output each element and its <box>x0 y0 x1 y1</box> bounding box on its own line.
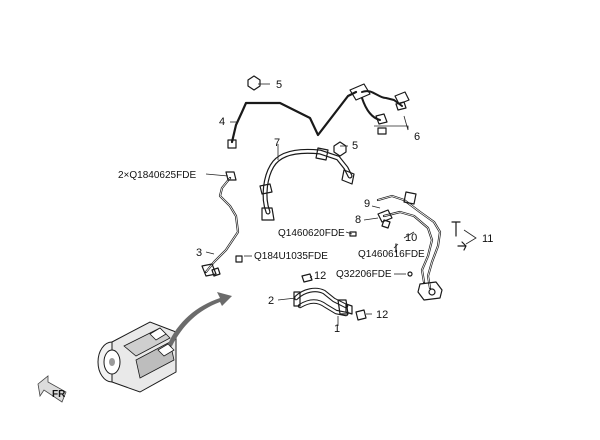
part-3-suction-line <box>201 171 243 277</box>
part-code-q32206: Q32206FDE <box>336 269 392 280</box>
callout-8: 8 <box>355 214 361 226</box>
callout-12-bottom: 12 <box>376 309 388 321</box>
part-code-q1460620: Q1460620FDE <box>278 228 345 239</box>
leader-lines <box>205 83 477 326</box>
part-1-fitting <box>337 299 353 315</box>
part-code-q1840625: 2×Q1840625FDE <box>118 170 196 181</box>
callout-5-mid: 5 <box>352 140 358 152</box>
bolt-icon <box>247 75 261 91</box>
part-11-screws <box>451 221 467 251</box>
part-9-clamp <box>377 209 393 229</box>
small-fasteners <box>349 231 413 277</box>
front-orientation-marker: FR <box>37 375 67 403</box>
callout-3: 3 <box>196 247 202 259</box>
callout-4: 4 <box>219 116 225 128</box>
part-6-fittings <box>377 101 407 135</box>
part-10-line-assembly <box>376 191 443 301</box>
bolt-icon-2 <box>333 141 347 157</box>
part-code-q184u1035: Q184U1035FDE <box>254 251 328 262</box>
part-7-flex-hose <box>259 141 355 221</box>
orientation-label: FR <box>52 389 66 400</box>
part-code-q1460616: Q1460616FDE <box>358 249 425 260</box>
callout-7: 7 <box>274 137 280 149</box>
callout-9: 9 <box>364 198 370 210</box>
part-12-clips <box>301 273 367 321</box>
callout-arrow <box>168 292 232 346</box>
callout-5-top: 5 <box>276 79 282 91</box>
callout-2: 2 <box>268 295 274 307</box>
compressor-assembly <box>97 321 177 393</box>
callout-10: 10 <box>405 232 417 244</box>
callout-12-top: 12 <box>314 270 326 282</box>
callout-6: 6 <box>414 131 420 143</box>
part-4-pressure-line <box>227 75 410 149</box>
callout-11: 11 <box>482 233 493 245</box>
part-2-hose <box>293 287 349 317</box>
callout-1: 1 <box>334 323 340 335</box>
